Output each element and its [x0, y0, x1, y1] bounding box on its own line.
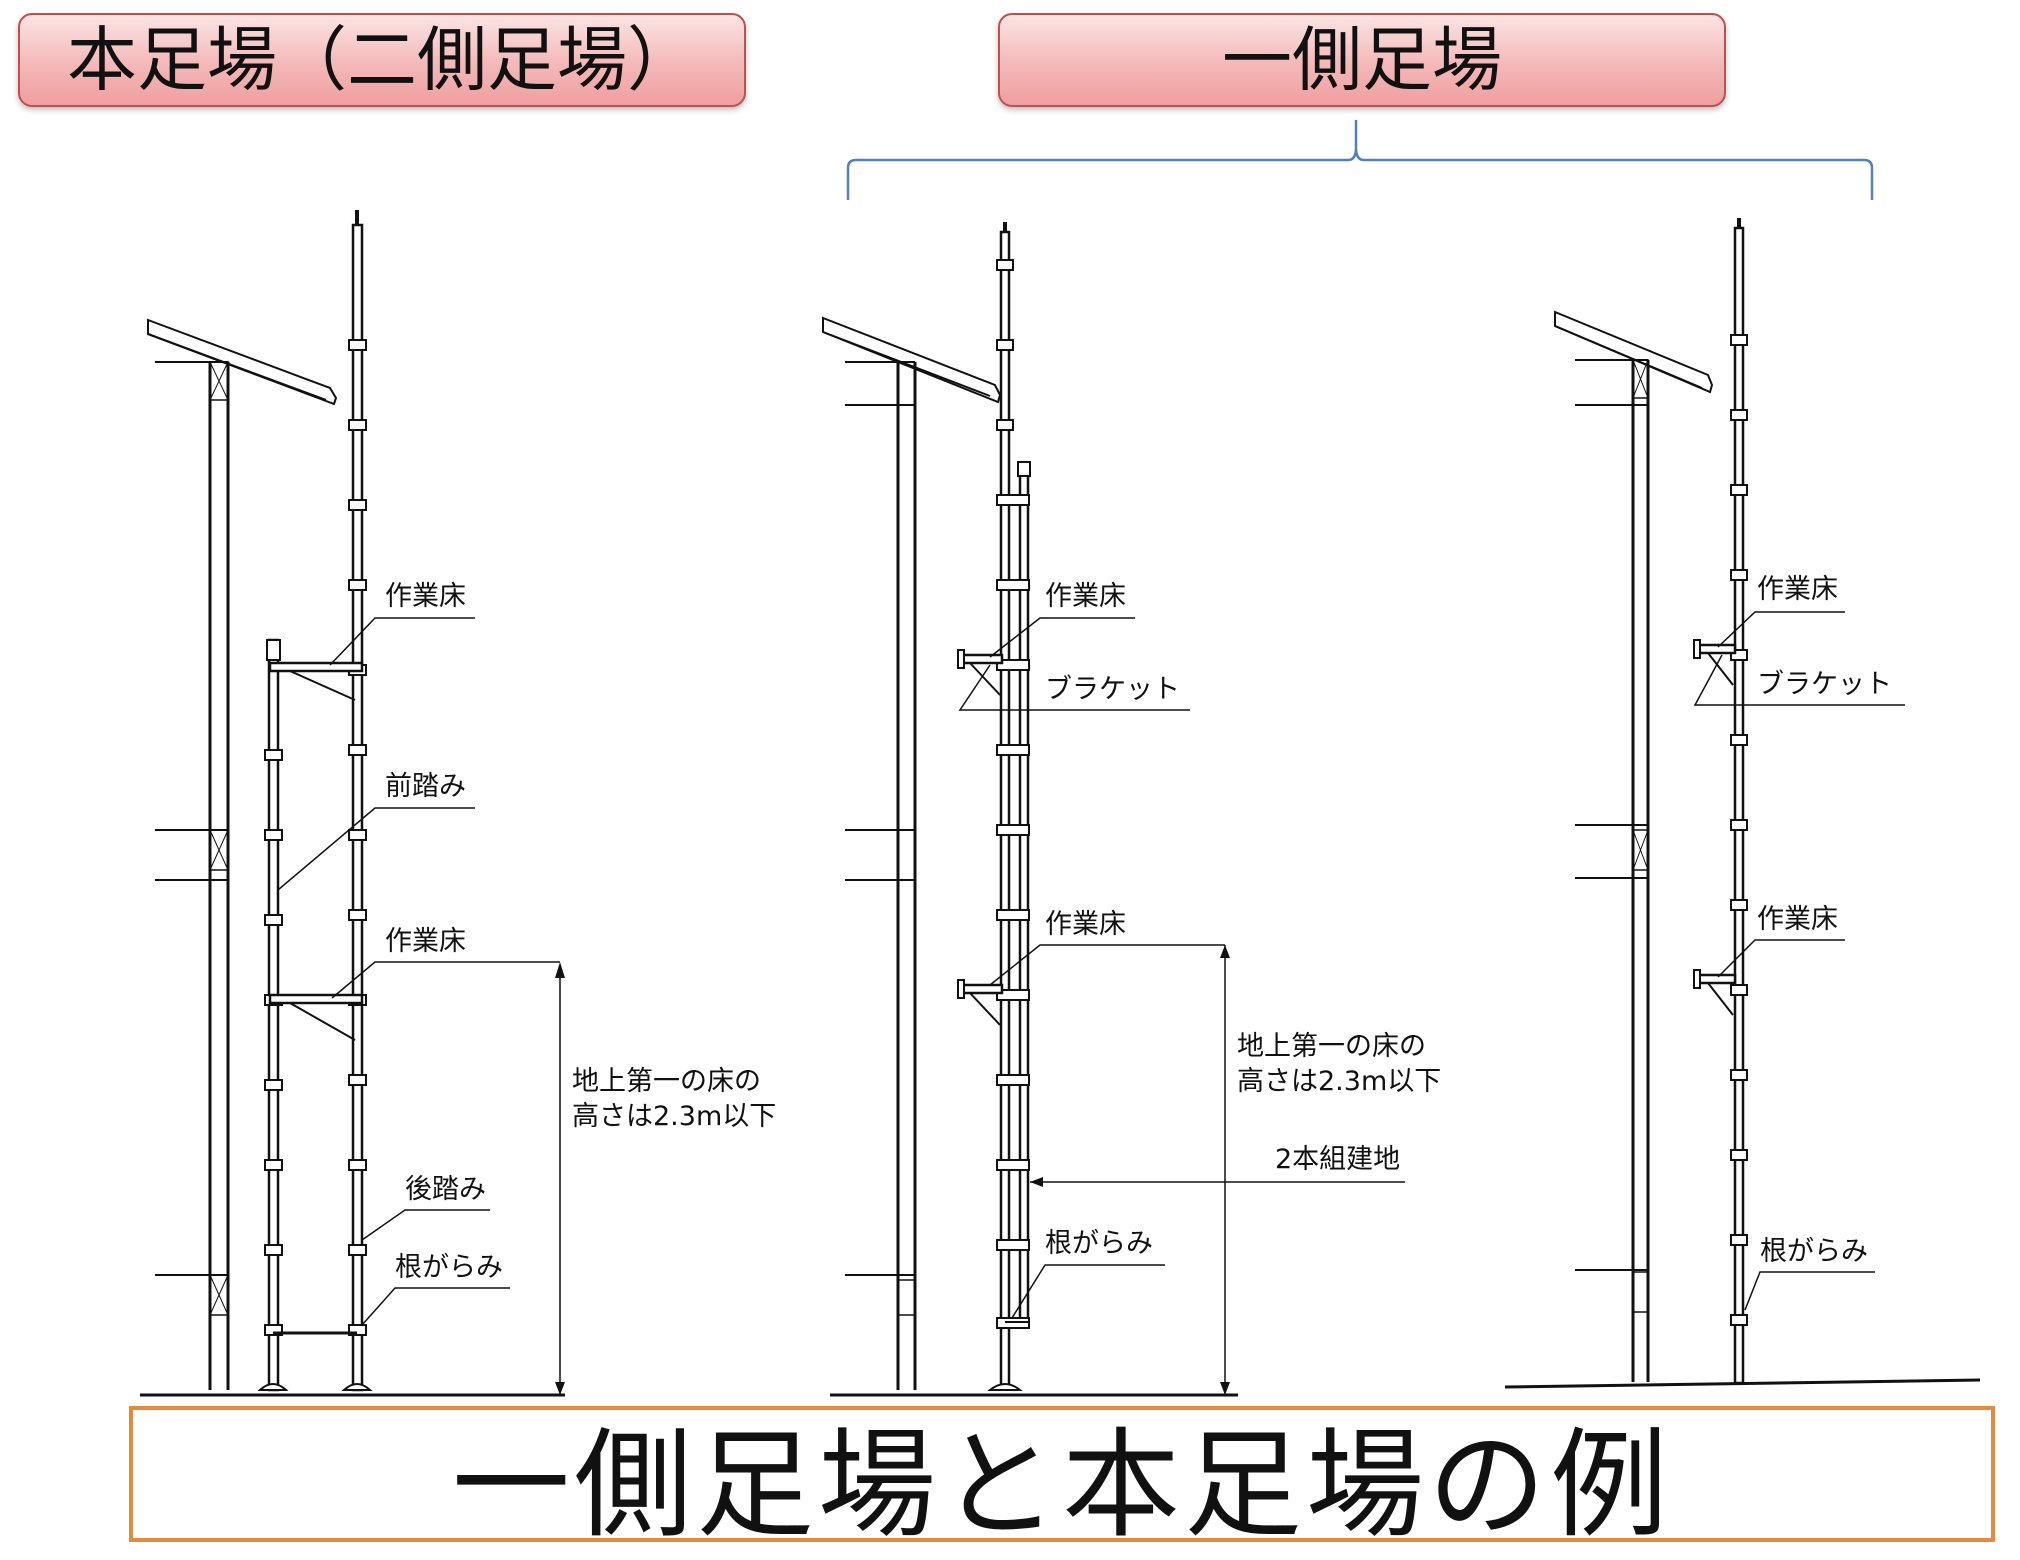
label-base-tie: 根がらみ — [1760, 1236, 1868, 1267]
label-bracket: ブラケット — [1757, 669, 1892, 700]
main-post — [999, 230, 1011, 1389]
caption-text: 一側足場と本足場の例 — [451, 1415, 1672, 1554]
full-scaffold-diagram: 作業床 前踏み 作業床 地上第一の床の 高さは2.3m以下 後踏み 根がらみ — [140, 210, 776, 1397]
bracket-lower — [958, 983, 1004, 995]
second-post — [1018, 468, 1030, 1322]
single-scaffold-diagram: 作業床 ブラケット 作業床 根がらみ — [1504, 218, 1981, 1389]
label-work-floor-upper: 作業床 — [1045, 581, 1126, 612]
label-rear-step: 後踏み — [405, 1174, 486, 1205]
bracket-upper — [1695, 643, 1737, 655]
label-height-2: 高さは2.3m以下 — [1237, 1066, 1441, 1097]
label-double-post: 2本組建地 — [1275, 1144, 1400, 1175]
label-work-floor-lower: 作業床 — [1757, 904, 1838, 935]
scaffold-diagrams: 作業床 前踏み 作業床 地上第一の床の 高さは2.3m以下 後踏み 根がらみ — [140, 120, 1981, 1397]
label-base-tie: 根がらみ — [1045, 1228, 1153, 1259]
label-work-floor-upper: 作業床 — [1757, 574, 1838, 605]
title-single-scaffold-text: 一側足場 — [1222, 19, 1502, 101]
label-height-1: 地上第一の床の — [1237, 1031, 1426, 1062]
group-bracket — [846, 120, 1874, 200]
single-scaffold-double-post-diagram: 作業床 ブラケット 作業床 地上第一の床の 高さは2.3m以下 2本組建地 根が… — [822, 222, 1441, 1397]
outer-post — [351, 223, 364, 1392]
single-post — [1733, 226, 1745, 1385]
roof — [822, 316, 1002, 404]
title-full-scaffold: 本足場（二側足場） — [18, 13, 746, 107]
work-floor-upper — [268, 661, 364, 673]
label-bracket: ブラケット — [1045, 674, 1180, 705]
roof — [147, 318, 338, 406]
work-floor-lower — [268, 993, 364, 1005]
label-height-1: 地上第一の床の — [572, 1066, 761, 1097]
bracket-upper — [958, 653, 1004, 665]
title-full-scaffold-text: 本足場（二側足場） — [67, 19, 697, 101]
label-height-2: 高さは2.3m以下 — [572, 1101, 776, 1132]
label-base-tie: 根がらみ — [395, 1252, 503, 1283]
caption-box: 一側足場と本足場の例 — [129, 1406, 1995, 1554]
roof — [1554, 310, 1714, 394]
label-work-floor-lower: 作業床 — [385, 926, 466, 957]
bracket-lower — [1695, 973, 1737, 985]
label-front-step: 前踏み — [385, 771, 466, 802]
label-work-floor-lower: 作業床 — [1045, 909, 1126, 940]
label-work-floor-upper: 作業床 — [385, 581, 466, 612]
title-single-scaffold: 一側足場 — [998, 13, 1726, 107]
